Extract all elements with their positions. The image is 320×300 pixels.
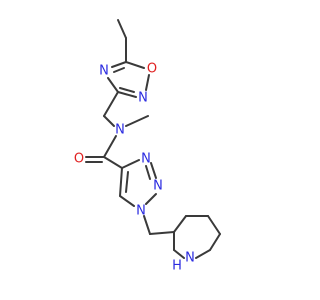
- bond-pip-n-c2: [173, 249, 185, 259]
- bond-n1-ch2: [143, 215, 151, 235]
- bond-n1-c5: [119, 195, 135, 207]
- atom-h-piperidine: H: [172, 259, 182, 274]
- bond-ccarbonyl-c4: [103, 156, 123, 169]
- bond-c3-n4: [107, 77, 119, 93]
- bond-namide-methyl: [125, 115, 149, 127]
- bond-pip-c1-n: [195, 249, 211, 259]
- bond-n2-n1: [145, 193, 157, 205]
- structure-svg: O N N N O N N N N H: [74, 19, 221, 274]
- bond-pip-c6-c1: [209, 233, 221, 251]
- bond-o1-n2: [145, 74, 150, 91]
- bond-pip-c3-c4: [173, 215, 187, 233]
- atom-n-triazole-bottom: N: [136, 204, 146, 219]
- atom-n-amide: N: [115, 123, 125, 138]
- atom-o-carbonyl: O: [74, 152, 84, 167]
- bond-namide-ccarbonyl: [103, 135, 117, 158]
- bond-ch2-c3pip: [149, 231, 175, 235]
- bond-c5-o1: [125, 61, 145, 69]
- bond-c4-n3: [121, 159, 140, 169]
- bond-pip-c5-c6: [207, 215, 221, 235]
- atom-n-piperidine: N: [185, 251, 195, 266]
- bond-c5-c4: [119, 167, 123, 197]
- atom-n-triazole-right: N: [153, 179, 163, 194]
- atom-n-oxadiazole-right: N: [138, 91, 148, 106]
- molecule-diagram: O N N N O N N N N H: [74, 19, 221, 274]
- bond-n3-n2: [150, 162, 157, 179]
- bond-n2-c3: [117, 91, 137, 98]
- atom-o-oxadiazole: O: [147, 62, 157, 77]
- bond-n4-c5: [111, 61, 127, 68]
- bond-ch2-namide: [103, 115, 115, 127]
- bond-n4-c5-double: [113, 67, 125, 73]
- bond-c5-c4-double: [125, 171, 129, 193]
- bond-n2-c3-double: [119, 87, 135, 93]
- bond-n3-n2-double: [145, 165, 151, 180]
- atom-n-oxadiazole-left: N: [99, 64, 109, 79]
- bond-c3-ch2: [103, 91, 119, 117]
- bond-ethyl-ch3: [117, 19, 127, 39]
- atom-n-triazole-top: N: [141, 152, 151, 167]
